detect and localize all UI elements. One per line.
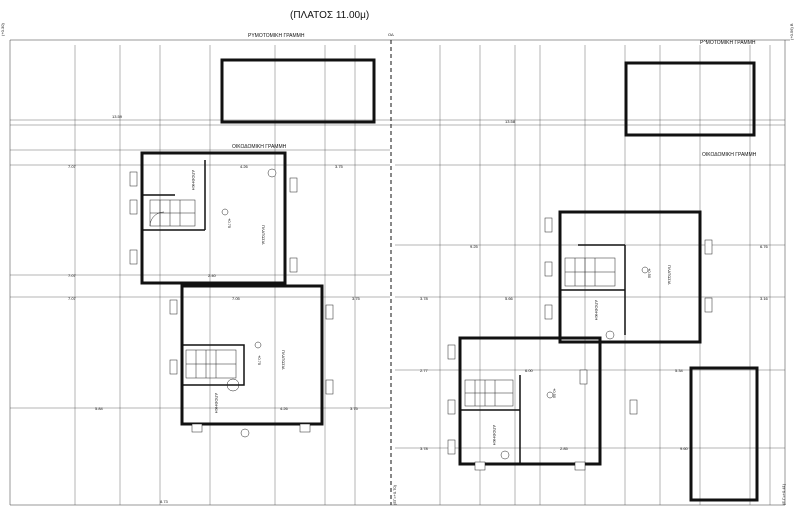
annotation-tags xyxy=(129,168,713,471)
building-line-label-left: ΟΙΚΟΔΟΜΙΚΗ ΓΡΑΜΜΗ xyxy=(232,144,287,150)
elevation-right-lower: +0.50 xyxy=(552,388,557,399)
edge-label-bottom-mid: (ΕΓ=+0.70) xyxy=(392,484,397,505)
elevation-left-lower: +0.75 xyxy=(257,355,262,366)
elevation-left-upper: +0.75 xyxy=(227,218,232,229)
left-house-upper-block xyxy=(140,151,287,285)
dim-3-78-b: 3.78 xyxy=(420,446,429,451)
edge-label-top-right: (+0.56) Β xyxy=(789,23,794,40)
dim-4-26: 4.26 xyxy=(240,164,249,169)
center-mark: ΟΔ xyxy=(388,32,394,37)
dim-7-07-b: 7.07 xyxy=(68,273,77,278)
dim-13-59: 13.59 xyxy=(112,114,123,119)
dim-3-75-b: 3.75 xyxy=(352,296,361,301)
dim-3-16: 3.16 xyxy=(760,296,769,301)
dim-7-07: 7.07 xyxy=(68,164,77,169)
opening-label-left-lower: ΑΠΟΘΗΚΗ xyxy=(214,393,219,413)
dim-5-66: 5.66 xyxy=(505,296,514,301)
dim-9-60: 9.60 xyxy=(680,446,689,451)
pool-bottom-right xyxy=(689,366,759,502)
dim-7-07-c: 7.07 xyxy=(68,296,77,301)
dim-4-26-b: 4.26 xyxy=(280,406,289,411)
dim-3-75-c: 3.75 xyxy=(350,406,359,411)
dim-3-78: 3.78 xyxy=(420,296,429,301)
dim-2-40: 2.40 xyxy=(208,273,217,278)
dim-9-25: 9.25 xyxy=(470,244,479,249)
opening-label-right: ΑΠΟΘΗΚΗ xyxy=(594,300,599,320)
opening-label-left: ΑΠΟΘΗΚΗ xyxy=(191,170,196,190)
dim-7-05: 7.05 xyxy=(232,296,241,301)
dim-1-80: 1.80 xyxy=(152,280,161,285)
edge-label-top-left: (+0.30) xyxy=(0,23,5,36)
dim-5-84: 5.84 xyxy=(95,406,104,411)
dim-2-85: 2.85 xyxy=(560,446,569,451)
dimension-labels: 13.59 13.58 4.26 3.75 7.07 7.07 7.07 7.0… xyxy=(68,114,769,504)
dim-3-75: 3.75 xyxy=(335,164,344,169)
street-line-label-right: Ρ^ΜΟΤΟΜΙΚΗ ΓΡΑΜΜΗ xyxy=(700,40,756,46)
building-line-label-right: ΟΙΚΟΔΟΜΙΚΗ ΓΡΑΜΜΗ xyxy=(702,152,757,158)
elevation-right-upper: +0.50 xyxy=(647,268,652,279)
dim-5-34: 5.34 xyxy=(675,368,684,373)
room-label-left-lower: ΠΛΑΤΩΣΙΑ xyxy=(281,350,286,370)
room-label-left-upper: ΠΛΑΤΩΣΙΑ xyxy=(261,225,266,245)
room-label-right-upper: ΠΛΑΤΩΣΙΑ xyxy=(667,265,672,285)
dim-6-00: 6.00 xyxy=(525,368,534,373)
pool-left xyxy=(220,58,376,124)
right-house-upper-block xyxy=(558,210,702,344)
dim-2-77: 2.77 xyxy=(420,368,429,373)
dim-8-73: 8.73 xyxy=(160,499,169,504)
edge-label-bottom-right: (Ε.Γ=+0.41) xyxy=(781,483,786,505)
opening-label-right-lower: ΑΠΟΘΗΚΗ xyxy=(492,425,497,445)
plan-title: (ΠΛΑΤΟΣ 11.00μ) xyxy=(290,10,369,21)
right-house-lower-block xyxy=(458,336,602,466)
dim-13-58: 13.58 xyxy=(505,119,516,124)
street-line-label-left: ΡΥΜΟΤΟΜΙΚΗ ΓΡΑΜΜΗ xyxy=(248,33,305,39)
pool-right xyxy=(624,61,756,137)
left-house-lower-block xyxy=(180,284,324,426)
dim-6-76: 6.76 xyxy=(760,244,769,249)
